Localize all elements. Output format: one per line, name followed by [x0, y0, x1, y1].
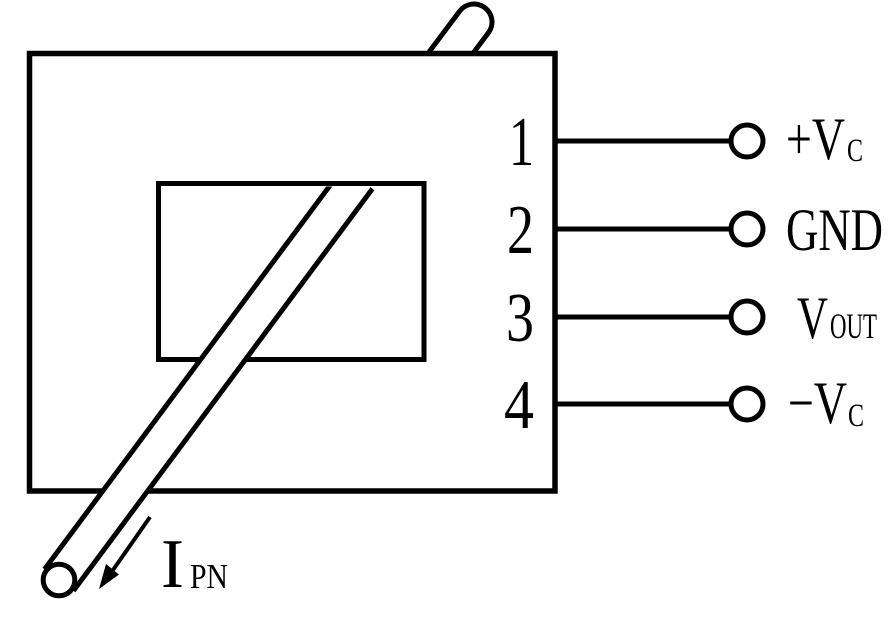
pin-row-2: 2 GND	[507, 192, 883, 269]
terminal-label: V OUT	[797, 285, 877, 351]
pin-number: 1	[509, 104, 534, 181]
pin-number: 2	[507, 192, 534, 269]
terminal-label-subscript: C	[848, 398, 864, 434]
pin-number: 4	[504, 367, 534, 444]
terminal-label-main: −V	[788, 370, 847, 436]
pin-number: 3	[506, 280, 534, 357]
pin-row-1: 1 +V C	[509, 104, 863, 181]
arrow-shaft	[111, 515, 152, 572]
terminal-label: +V C	[786, 106, 863, 172]
primary-conductor	[42, 186, 375, 593]
pin-row-4: 4 −V C	[504, 367, 864, 444]
terminal-circle-icon	[728, 385, 766, 423]
terminal-circle-icon	[728, 122, 766, 160]
conductor-stub-core	[429, 6, 490, 56]
primary-conductor-core	[46, 186, 371, 590]
terminal-label-subscript: C	[847, 133, 863, 169]
terminal-label-main: V	[797, 285, 828, 351]
terminal-label: GND	[786, 197, 883, 263]
terminal-label-subscript: OUT	[830, 306, 877, 346]
conductor-top-stub	[423, 1, 495, 56]
conductor-end-circle-icon	[40, 561, 78, 599]
aperture-window	[156, 181, 427, 362]
current-direction-arrow-icon	[99, 515, 152, 589]
current-label-subscript: PN	[190, 557, 228, 596]
transducer-body-outline	[26, 50, 558, 494]
pin-row-3: 3 V OUT	[506, 280, 877, 357]
terminal-label-main: +V	[786, 106, 845, 172]
current-label-main: I	[161, 526, 184, 603]
current-label: I PN	[161, 526, 228, 603]
terminal-circle-icon	[728, 210, 766, 248]
arrow-head	[99, 564, 119, 589]
terminal-circle-icon	[728, 298, 766, 336]
terminal-label: −V C	[788, 370, 864, 436]
terminal-label-main: GND	[786, 197, 883, 263]
